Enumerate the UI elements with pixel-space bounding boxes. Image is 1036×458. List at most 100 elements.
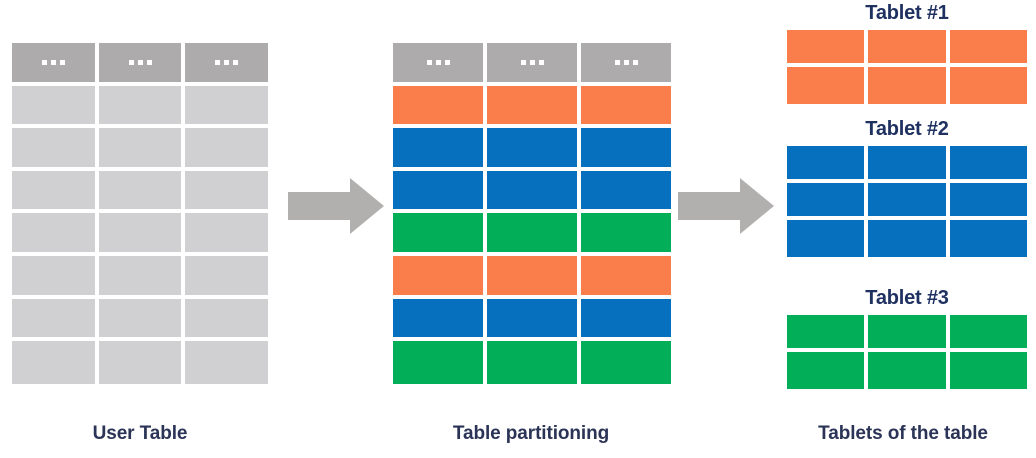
partition-table-cell: [393, 128, 487, 171]
user-table-cell: [98, 170, 186, 214]
partition-table-row: [393, 128, 671, 171]
user-table-cell: [185, 170, 269, 214]
right-arrow-icon: [678, 178, 774, 234]
partition-table-cell: [487, 341, 581, 384]
partition-table-header-cell: [581, 43, 671, 86]
tablet-2-grid: [787, 146, 1027, 257]
user-table-header-cell: [185, 43, 269, 86]
partition-table-cell: [393, 298, 487, 342]
user-table-cell: [12, 341, 99, 384]
partition-table-caption: Table partitioning: [452, 423, 610, 444]
user-table-row: [12, 213, 269, 256]
tablet-group-2: Tablet #2: [787, 118, 1027, 282]
tablet-1-cell: [868, 30, 950, 67]
user-table-cell: [98, 213, 186, 256]
partition-table-row: [393, 255, 671, 299]
partition-table-cell: [487, 170, 581, 214]
user-table-row: [12, 170, 269, 214]
user-table-row: [12, 298, 269, 342]
partition-table-cell: [581, 255, 671, 299]
partition-table-cell: [581, 170, 671, 214]
tablet-3-cell: [868, 315, 950, 352]
tablet-3-title: Tablet #3: [865, 287, 949, 309]
partition-table-cell: [581, 213, 671, 256]
partition-table-cell: [393, 170, 487, 214]
tablet-3-cell: [787, 315, 869, 352]
ellipsis-icon: [520, 59, 544, 65]
partition-table-cell: [581, 128, 671, 171]
flow-arrow-1: [288, 178, 384, 234]
tablet-1-row: [787, 30, 1027, 67]
partition-table-row: [393, 213, 671, 256]
tablet-1-cell: [949, 30, 1027, 67]
user-table-row: [12, 85, 269, 129]
partition-table-cell: [581, 341, 671, 384]
tablet-2-cell: [949, 146, 1027, 183]
user-table-cell: [12, 128, 99, 171]
right-arrow-icon: [288, 178, 384, 234]
user-table-cell: [185, 255, 269, 299]
partition-table-row: [393, 298, 671, 342]
user-table-cell: [12, 85, 99, 129]
tablet-1-cell: [949, 67, 1027, 104]
user-table-cell: [98, 298, 186, 342]
tablet-group-3: Tablet #3: [787, 287, 1027, 391]
tablet-3-row: [787, 352, 1027, 389]
user-table-cell: [185, 85, 269, 129]
user-table-header-row: [12, 43, 269, 86]
user-table-cell: [185, 298, 269, 342]
tablet-3-cell: [949, 315, 1027, 352]
tablet-2-cell: [868, 220, 950, 257]
user-table-cell: [98, 255, 186, 299]
user-table-cell: [98, 128, 186, 171]
partition-table-cell: [393, 255, 487, 299]
ellipsis-icon: [426, 59, 450, 65]
tablet-2-cell: [787, 146, 869, 183]
partition-table-row: [393, 341, 671, 384]
user-table-cell: [185, 128, 269, 171]
user-table-caption: User Table: [92, 423, 188, 444]
partition-table-cell: [393, 341, 487, 384]
partition-table-cell: [581, 85, 671, 129]
tablet-1-title: Tablet #1: [865, 2, 949, 24]
partition-table-header-row: [393, 43, 671, 86]
tablet-1-cell: [868, 67, 950, 104]
user-table-cell: [185, 341, 269, 384]
partition-table-cell: [487, 128, 581, 171]
user-table-header-cell: [98, 43, 186, 86]
partition-table-cell: [393, 213, 487, 256]
user-table: [12, 43, 269, 384]
user-table-header-cell: [12, 43, 99, 86]
ellipsis-icon: [41, 59, 65, 65]
user-table-cell: [98, 341, 186, 384]
partitioned-table: [393, 43, 671, 384]
user-table-cell: [12, 298, 99, 342]
flow-arrow-2: [678, 178, 774, 234]
tablet-group-1: Tablet #1: [787, 2, 1027, 106]
tablet-3-cell: [787, 352, 869, 389]
user-table-cell: [185, 213, 269, 256]
user-table-row: [12, 341, 269, 384]
partition-table-cell: [393, 85, 487, 129]
tablet-3-cell: [868, 352, 950, 389]
tablet-1-grid: [787, 30, 1027, 104]
partition-table-cell: [487, 85, 581, 129]
tablet-2-cell: [787, 183, 869, 220]
tablet-3-row: [787, 315, 1027, 352]
partition-table-cell: [581, 298, 671, 342]
partition-table-header-cell: [487, 43, 581, 86]
user-table-cell: [98, 85, 186, 129]
tablet-2-title: Tablet #2: [865, 118, 949, 140]
tablet-2-row: [787, 146, 1027, 183]
user-table-cell: [12, 213, 99, 256]
tablet-1-cell: [787, 67, 869, 104]
partition-table-header-cell: [393, 43, 487, 86]
partition-table-row: [393, 85, 671, 129]
partition-table-cell: [487, 298, 581, 342]
ellipsis-icon: [614, 59, 638, 65]
user-table-cell: [12, 255, 99, 299]
partition-table-row: [393, 170, 671, 214]
ellipsis-icon: [128, 59, 152, 65]
tablet-2-cell: [787, 220, 869, 257]
